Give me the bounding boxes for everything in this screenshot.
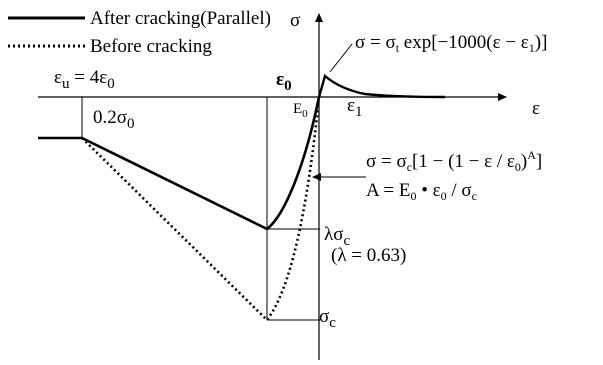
compression-equation: σ = σc[1 − (1 − ε / ε0)A]	[366, 148, 542, 174]
tension-equation-leader	[329, 43, 353, 73]
legend: After cracking(Parallel) Before cracking	[8, 8, 271, 57]
sigma-axis-label: σ	[290, 10, 300, 31]
equations: σ = σt exp[−1000(ε − ε1)] σ = σc[1 − (1 …	[312, 32, 547, 203]
e0-marker-label: E0	[293, 101, 308, 120]
lambda-value-label: (λ = 0.63)	[331, 245, 406, 266]
eps1-marker-label: ε1	[347, 95, 362, 120]
tension-softening-curve	[317, 73, 446, 99]
tension-equation: σ = σt exp[−1000(ε − ε1)]	[355, 32, 547, 55]
legend-before-cracking-label: Before cracking	[90, 36, 212, 57]
lambda-sigma-label: λσc	[324, 224, 350, 249]
sigma0-coefficient-label: 0.2σ0	[93, 107, 135, 132]
sigma-c-label: σc	[319, 306, 336, 331]
eps-u-label: εu = 4ε0	[54, 67, 115, 92]
after-cracking-curve	[38, 96, 321, 231]
curves	[38, 73, 446, 322]
point-labels: εu = 4ε0 0.2σ0 ε0 E0 ε1 λσc (λ = 0.63) σ…	[54, 67, 406, 331]
modulus-equation: A = E0 • ε0 / σc	[366, 180, 477, 203]
eps0-marker-label: ε0	[276, 69, 292, 94]
guide-lines	[81, 97, 320, 321]
epsilon-axis-label: ε	[532, 98, 540, 119]
legend-after-cracking-label: After cracking(Parallel)	[90, 8, 271, 29]
